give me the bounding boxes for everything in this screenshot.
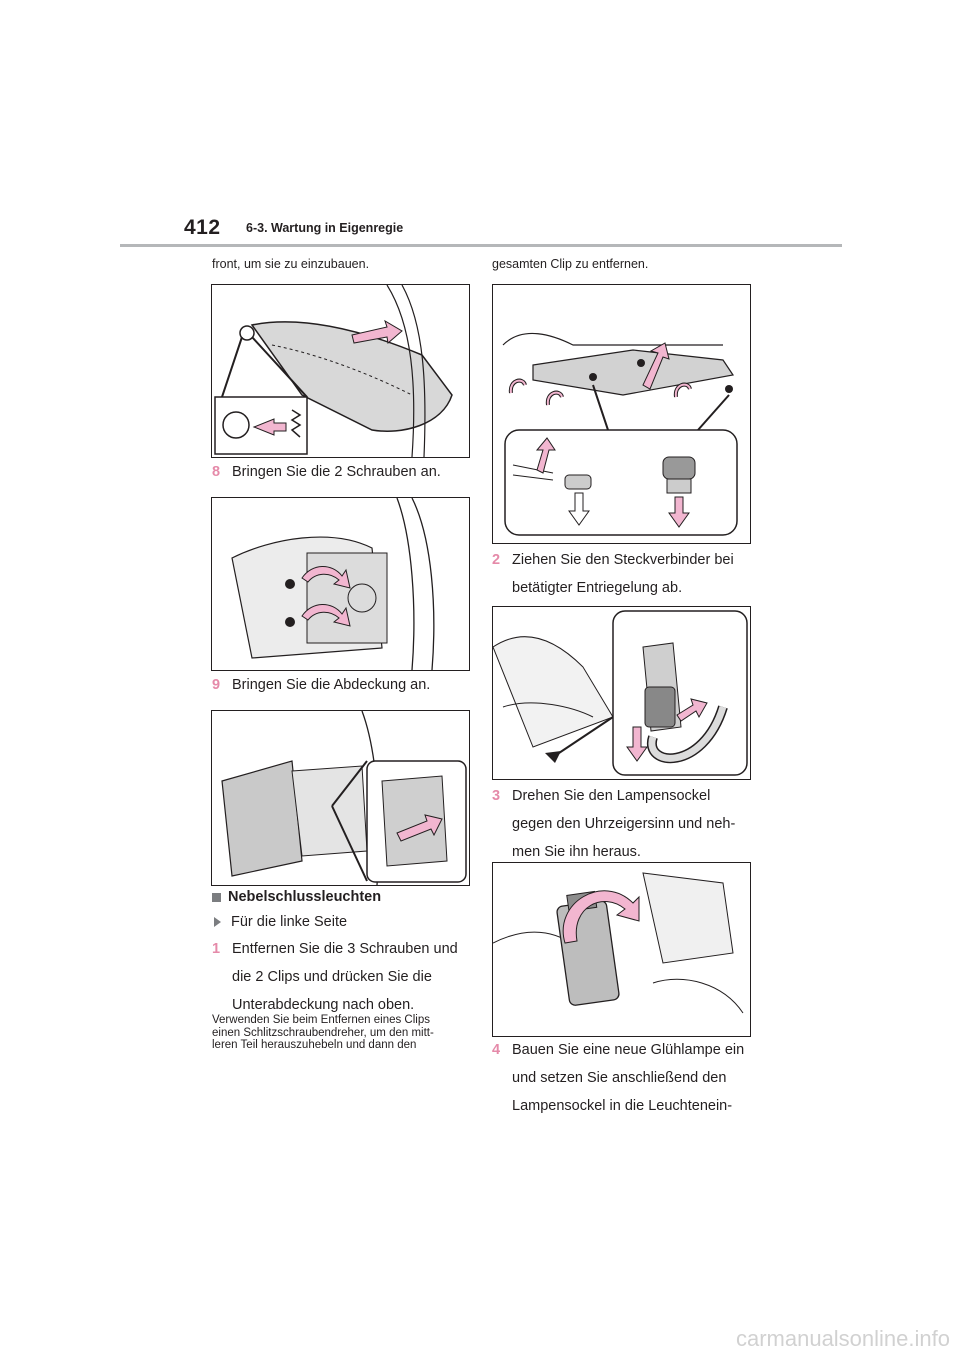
section-title: 6-3. Wartung in Eigenregie [246,221,404,235]
figure-cover-install [211,710,470,886]
step-3: 3 Drehen Sie den Lampensockel gegen den … [492,788,736,860]
watermark: carmanualsonline.info [735,1326,950,1351]
page-number: 412 [184,216,221,239]
step-1: 1 Entfernen Sie die 3 Schrauben und die … [212,941,458,1013]
figure-bulb-socket-removal [492,862,751,1037]
left-continuation-text: front, um sie zu einzubauen. [212,257,370,271]
heading-fog-lights: Nebelschlussleuchten [212,889,381,905]
figure-tail-light-install [211,284,470,458]
heading-square-icon [212,892,221,902]
note-clip-removal: Verwenden Sie beim Entfernen eines Clips… [212,1014,434,1051]
header-rule [120,244,842,247]
figure-screws-install [211,497,470,671]
step-2: 2 Ziehen Sie den Steckverbinder bei betä… [492,552,734,596]
figure-connector-removal [492,606,751,780]
right-continuation-text: gesamten Clip zu entfernen. [492,257,649,271]
figure-undercover-clips [492,284,751,544]
step-4: 4 Bauen Sie eine neue Glühlampe ein und … [492,1042,745,1114]
subheading-left-side: Für die linke Seite [214,914,347,930]
bullet-triangle-icon [214,917,221,927]
